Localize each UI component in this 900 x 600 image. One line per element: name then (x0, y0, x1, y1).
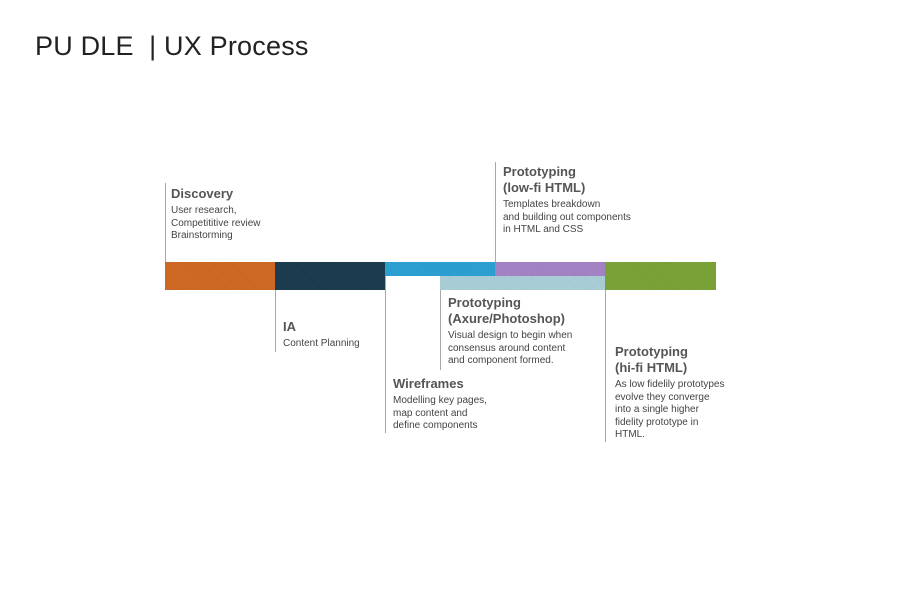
segment-wireframes (385, 262, 495, 276)
phase-description: Visual design to begin when consensus ar… (448, 330, 573, 366)
connector-ia (275, 290, 276, 352)
segment-discovery (165, 262, 275, 290)
phase-ia: IA Content Planning (283, 319, 360, 351)
phase-prototyping-lofi: Prototyping (low-fi HTML) Templates brea… (503, 164, 631, 237)
phase-description: Modelling key pages, map content and def… (393, 395, 487, 431)
segment-prototyping-hifi (605, 262, 716, 290)
phase-title: Prototyping (Axure/Photoshop) (448, 295, 565, 326)
connector-prototyping-hifi (605, 290, 606, 442)
phase-title: Wireframes (393, 376, 464, 391)
phase-title: Discovery (171, 186, 234, 201)
phase-title: IA (283, 319, 296, 334)
page-title: PU DLE | UX Process (35, 31, 309, 61)
phase-title: Prototyping (hi-fi HTML) (615, 344, 688, 375)
phase-description: Templates breakdown and building out com… (503, 199, 631, 235)
connector-discovery (165, 183, 166, 262)
phase-wireframes: Wireframes Modelling key pages, map cont… (393, 376, 487, 433)
segment-prototyping-axure (440, 276, 605, 290)
phase-description: As low fidelily prototypes evolve they c… (615, 379, 725, 440)
phase-description: Content Planning (283, 338, 360, 349)
connector-prototyping-lofi (495, 162, 496, 262)
phase-description: User research, Competititive review Brai… (171, 205, 261, 241)
phase-discovery: Discovery User research, Competititive r… (171, 186, 260, 243)
phase-prototyping-hifi: Prototyping (hi-fi HTML) As low fidelily… (615, 344, 725, 442)
connector-wireframes (385, 276, 386, 433)
phase-title: Prototyping (low-fi HTML) (503, 164, 586, 195)
segment-prototyping-lofi (495, 262, 605, 276)
segment-ia (275, 262, 385, 290)
connector-prototyping-axure (440, 290, 441, 370)
phase-prototyping-axure: Prototyping (Axure/Photoshop) Visual des… (448, 295, 572, 368)
